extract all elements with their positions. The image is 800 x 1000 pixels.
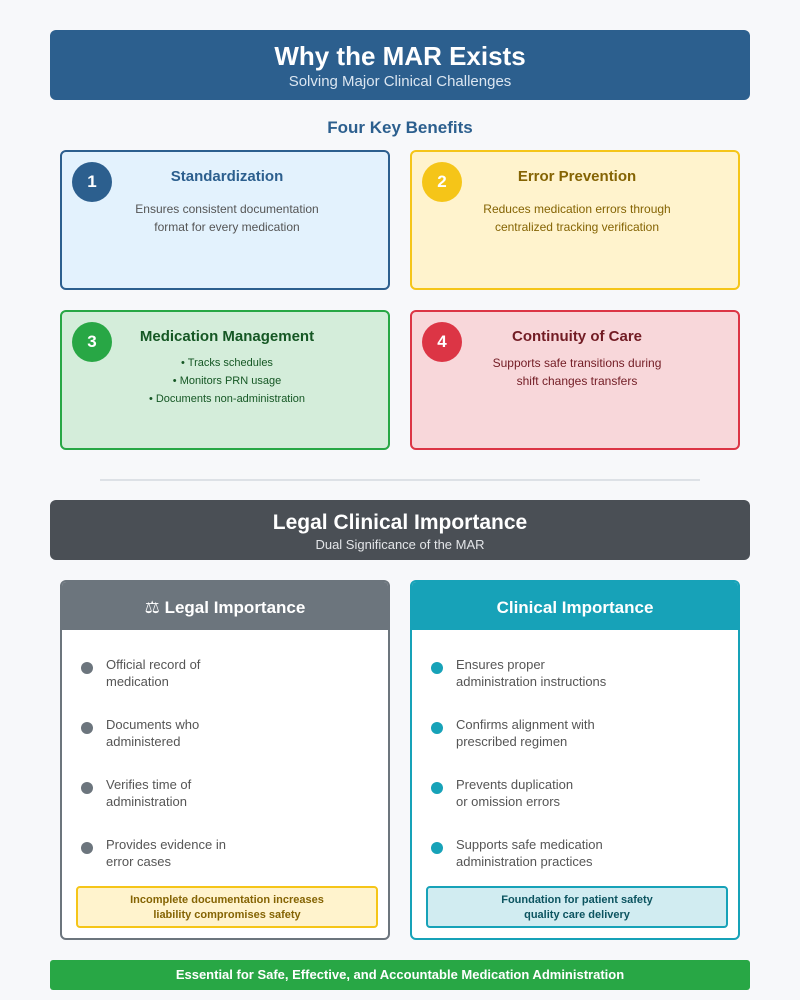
clinical-info-note: Foundation for patient safety quality ca… — [426, 886, 728, 928]
card-description-line: shift changes transfers — [516, 374, 638, 388]
bullet-dot-icon — [431, 662, 443, 674]
importance-header: Legal Clinical Importance Dual Significa… — [50, 500, 750, 560]
card-title: Error Prevention — [517, 168, 637, 185]
card-description-line: centralized tracking verification — [494, 220, 660, 234]
bullet-dot-icon — [81, 722, 93, 734]
benefit-card-error-prevention: 2 Error Prevention Reduces medication er… — [410, 150, 740, 290]
card-description: Supports safe transitions during shift c… — [412, 354, 742, 390]
note-line: quality care delivery — [524, 909, 630, 921]
list-item: Confirms alignment with prescribed regim… — [412, 716, 738, 756]
item-text: Official record of medication — [106, 656, 256, 690]
bullet-dot-icon — [431, 722, 443, 734]
importance-subtitle: Dual Significance of the MAR — [315, 537, 485, 552]
card-description-line: Reduces medication errors through — [483, 202, 671, 216]
importance-title: Legal Clinical Importance — [272, 511, 528, 534]
bullet-dot-icon — [81, 842, 93, 854]
benefit-card-continuity-of-care: 4 Continuity of Care Supports safe trans… — [410, 310, 740, 450]
benefits-section-title: Four Key Benefits — [327, 118, 473, 137]
item-line: administration practices — [456, 854, 593, 869]
list-item: Verifies time of administration — [62, 776, 388, 816]
number-badge: 4 — [422, 322, 462, 362]
card-description: Reduces medication errors through centra… — [412, 200, 742, 236]
bullet-dot-icon — [81, 782, 93, 794]
card-bullet-list: • Tracks schedules • Monitors PRN usage … — [62, 354, 392, 408]
item-line: Ensures proper — [456, 657, 545, 672]
card-description-line: format for every medication — [154, 220, 300, 234]
card-description-line: Ensures consistent documentation — [135, 202, 319, 216]
benefit-card-medication-management: 3 Medication Management • Tracks schedul… — [60, 310, 390, 450]
bullet-dot-icon — [431, 842, 443, 854]
benefit-card-standardization: 1 Standardization Ensures consistent doc… — [60, 150, 390, 290]
item-line: Prevents duplication — [456, 777, 574, 792]
note-line: Foundation for patient safety — [501, 894, 653, 906]
page-title: Why the MAR Exists — [274, 41, 526, 71]
item-line: Provides evidence in — [106, 837, 226, 852]
item-line: Confirms alignment with — [456, 717, 595, 732]
item-text: Provides evidence in error cases — [106, 836, 256, 870]
section-divider — [100, 479, 700, 481]
clinical-importance-panel: Clinical Importance Ensures proper admin… — [410, 580, 740, 940]
number-badge: 1 — [72, 162, 112, 202]
item-text: Prevents duplication or omission errors — [456, 776, 626, 810]
item-line: administration — [106, 794, 187, 809]
number-badge: 2 — [422, 162, 462, 202]
page-subtitle: Solving Major Clinical Challenges — [288, 73, 512, 90]
number-badge: 3 — [72, 322, 112, 362]
bullet-dot-icon — [431, 782, 443, 794]
list-item: Official record of medication — [62, 656, 388, 696]
card-description: Ensures consistent documentation format … — [62, 200, 392, 236]
item-line: administration instructions — [456, 674, 607, 689]
list-item: Provides evidence in error cases — [62, 836, 388, 876]
legal-importance-panel: ⚖ Legal Importance Official record of me… — [60, 580, 390, 940]
note-line: liability compromises safety — [153, 909, 301, 921]
list-item: Ensures proper administration instructio… — [412, 656, 738, 696]
item-line: prescribed regimen — [456, 734, 568, 749]
list-item: • Tracks schedules — [181, 357, 273, 369]
item-line: Documents who — [106, 717, 200, 732]
item-text: Verifies time of administration — [106, 776, 256, 810]
list-item: • Documents non-administration — [148, 393, 306, 405]
legal-warning-note: Incomplete documentation increases liabi… — [76, 886, 378, 928]
list-item: Documents who administered — [62, 716, 388, 756]
item-text: Supports safe medication administration … — [456, 836, 626, 870]
item-text: Confirms alignment with prescribed regim… — [456, 716, 626, 750]
bullet-dot-icon — [81, 662, 93, 674]
item-line: or omission errors — [456, 794, 561, 809]
card-title: Continuity of Care — [512, 328, 642, 345]
item-line: medication — [106, 674, 169, 689]
list-item: Supports safe medication administration … — [412, 836, 738, 876]
card-description-line: Supports safe transitions during — [492, 356, 662, 370]
item-line: error cases — [106, 854, 172, 869]
card-title: Medication Management — [139, 328, 315, 345]
item-line: Supports safe medication — [456, 837, 603, 852]
item-line: Verifies time of — [106, 777, 192, 792]
main-header: Why the MAR Exists Solving Major Clinica… — [50, 30, 750, 100]
footer-banner: Essential for Safe, Effective, and Accou… — [50, 960, 750, 990]
list-item: • Monitors PRN usage — [172, 375, 282, 387]
item-line: administered — [106, 734, 181, 749]
clinical-panel-title: Clinical Importance — [412, 582, 738, 630]
note-line: Incomplete documentation increases — [130, 894, 324, 906]
card-title: Standardization — [170, 168, 284, 185]
item-line: Official record of — [106, 657, 201, 672]
legal-panel-title: ⚖ Legal Importance — [62, 582, 388, 630]
item-text: Ensures proper administration instructio… — [456, 656, 626, 690]
list-item: Prevents duplication or omission errors — [412, 776, 738, 816]
item-text: Documents who administered — [106, 716, 256, 750]
